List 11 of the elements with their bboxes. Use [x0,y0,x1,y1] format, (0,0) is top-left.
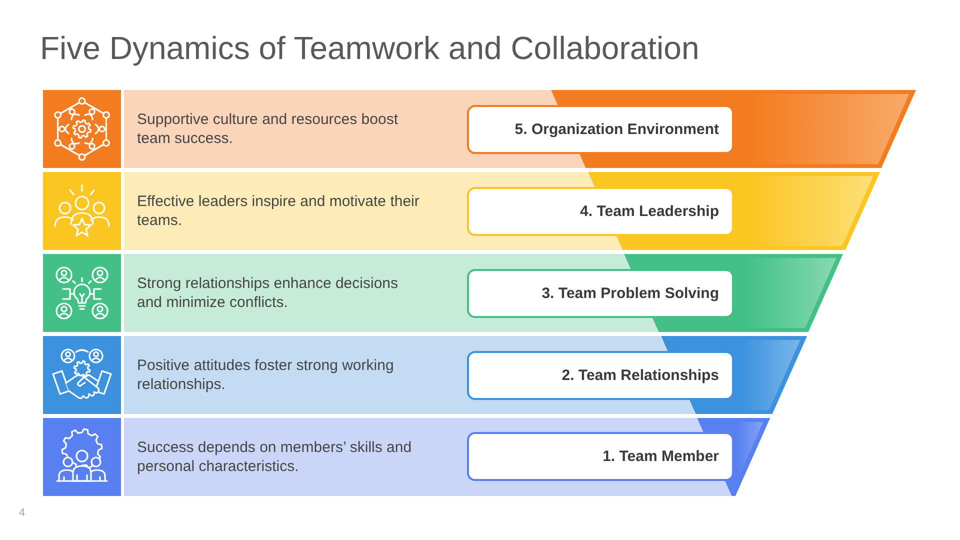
title-card: 4. Team Leadership [467,187,734,236]
description-text: Success depends on members’ skills and personal characteristics. [137,438,413,476]
slide-title: Five Dynamics of Teamwork and Collaboration [40,29,700,67]
title-card: 3. Team Problem Solving [467,269,734,318]
description-text: Strong relationships enhance decisions and minimize conflicts. [137,274,399,312]
title-card: 5. Organization Environment [467,105,734,154]
page-number: 4 [19,507,26,520]
description-text: Supportive culture and resources boost team success. [137,110,399,148]
description-text: Positive attitudes foster strong working relationships. [137,356,395,394]
title-card: 2. Team Relationships [467,351,734,400]
description-text: Effective leaders inspire and motivate their teams. [137,192,420,230]
